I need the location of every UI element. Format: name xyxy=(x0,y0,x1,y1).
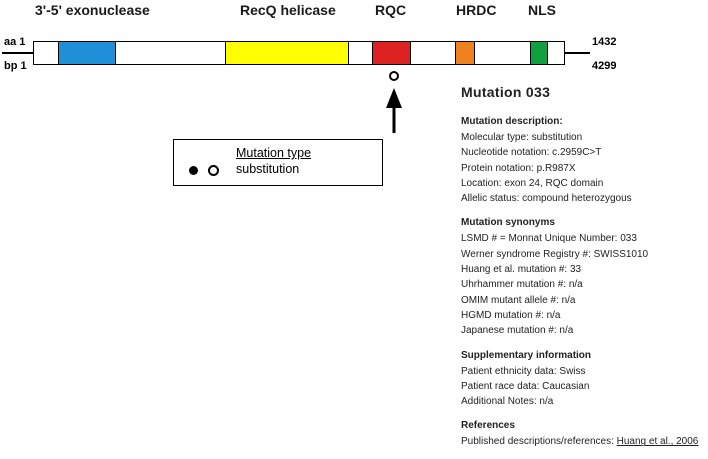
open-dot-icon xyxy=(208,165,219,176)
open-circle-icon xyxy=(389,71,399,81)
bar-line-left xyxy=(2,52,34,54)
domain-label-rqc: RQC xyxy=(375,2,407,18)
domain-label-nls: NLS xyxy=(528,2,556,18)
reference-link[interactable]: Huang et al., 2006 xyxy=(616,436,699,448)
legend-title: Mutation type xyxy=(236,146,312,160)
info-line: Uhrhammer mutation #: n/a xyxy=(461,279,583,291)
info-line: Protein notation: p.R987X xyxy=(461,162,576,174)
section-heading: References xyxy=(461,420,515,432)
bp-end-label: 4299 xyxy=(592,60,617,72)
section-heading: Mutation synonyms xyxy=(461,217,555,229)
info-line: Nucleotide notation: c.2959C>T xyxy=(461,147,602,159)
info-line: Additional Notes: n/a xyxy=(461,396,554,408)
info-line: Huang et al. mutation #: 33 xyxy=(461,264,582,276)
section-synonyms: Mutation synonyms LSMD # = Monnat Unique… xyxy=(461,215,706,338)
arrow-shaft-icon xyxy=(392,106,396,133)
info-line: Japanese mutation #: n/a xyxy=(461,325,574,337)
reference-prefix: Published descriptions/references: xyxy=(461,436,617,448)
info-line: Molecular type: substitution xyxy=(461,132,583,143)
filled-dot-icon xyxy=(189,166,198,175)
aa-end-label: 1432 xyxy=(592,36,617,48)
domain-segment-hrdc xyxy=(455,42,475,64)
bp-start-label: bp 1 xyxy=(4,60,27,72)
mutation-type-legend: Mutation type substitution xyxy=(173,139,383,186)
info-line: Patient race data: Caucasian xyxy=(461,380,590,392)
section-heading: Mutation description: xyxy=(461,116,563,127)
info-line: Allelic status: compound heterozygous xyxy=(461,193,632,205)
mutation-title: Mutation 033 xyxy=(461,84,551,100)
reference-line: Published descriptions/references: Huang… xyxy=(461,434,706,449)
info-line: HGMD mutation #: n/a xyxy=(461,309,561,321)
info-line: OMIM mutant allele #: n/a xyxy=(461,294,576,306)
domain-segment-nls xyxy=(530,42,548,64)
info-line: Location: exon 24, RQC domain xyxy=(461,177,604,189)
info-line: LSMD # = Monnat Unique Number: 033 xyxy=(461,233,637,245)
domain-label-hrdc: HRDC xyxy=(456,2,497,18)
aa-start-label: aa 1 xyxy=(4,36,26,48)
domain-segment-rqc xyxy=(372,42,411,64)
domain-label-exonuclease: 3'-5' exonuclease xyxy=(35,2,150,18)
domain-segment-exonuclease xyxy=(58,42,116,64)
legend-type: substitution xyxy=(236,162,300,176)
bar-line-right xyxy=(564,52,590,54)
protein-bar xyxy=(33,41,565,65)
section-supplementary: Supplementary information Patient ethnic… xyxy=(461,348,706,410)
mutation-info-panel: Mutation 033 Mutation description: Molec… xyxy=(461,82,706,459)
domain-label-recq-helicase: RecQ helicase xyxy=(240,2,336,18)
section-description: Mutation description: Molecular type: su… xyxy=(461,114,706,206)
section-heading: Supplementary information xyxy=(461,349,592,361)
mutation-marker xyxy=(386,71,402,133)
arrow-head-icon xyxy=(386,88,402,108)
info-line: Patient ethnicity data: Swiss xyxy=(461,365,586,377)
section-references: References Published descriptions/refere… xyxy=(461,418,706,449)
domain-segment-recq-helicase xyxy=(225,42,349,64)
info-line: Werner syndrome Registry #: SWISS1010 xyxy=(461,248,649,260)
